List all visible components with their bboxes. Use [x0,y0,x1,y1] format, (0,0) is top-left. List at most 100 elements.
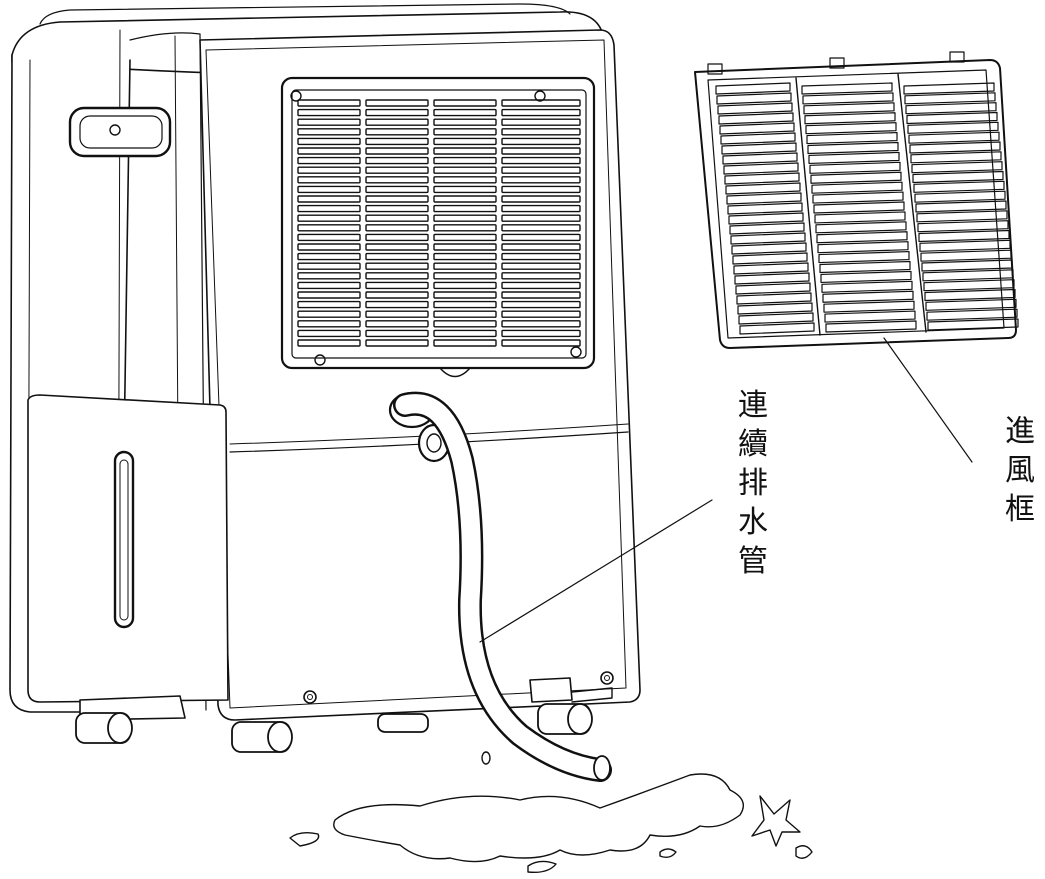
leader-line-frame [883,337,973,463]
grille-slat [365,147,429,155]
filter-slat [731,242,807,255]
filter-slat [715,82,791,95]
grille-slat [501,204,581,213]
filter-slat [824,310,916,323]
grille-slat [433,166,497,174]
grille-slat [433,291,497,299]
grille-slat [433,339,497,347]
grille-slat [297,118,361,126]
filter-slat [910,151,1002,164]
filter-slat [717,102,793,115]
grille-slat [365,300,429,309]
grille-slat [365,185,429,194]
filter-slat [722,152,798,165]
grille-slat [433,300,497,309]
grille-slat [365,233,429,242]
filter-slat [918,229,1010,243]
grille-slat [433,224,497,232]
grille-slat [433,195,497,203]
filter-slat [716,92,792,105]
grille-slat [297,176,361,184]
grille-slat [501,137,581,146]
filter-slat [732,252,808,265]
label-char: 連 [738,388,768,423]
filter-slat [738,312,814,325]
grille-slat [433,243,497,251]
filter-slat [922,269,1014,282]
filter-slat [816,231,908,244]
water-puddle [289,751,813,874]
leader-line-hose [479,499,713,643]
filter-slat [736,292,812,305]
intake-filter-frame [694,51,1019,349]
label-char: 續 [738,427,768,462]
grille-slat [433,214,497,222]
grille-slat [365,99,429,107]
label-intake-frame: 進 風 框 [1000,412,1040,529]
screw [303,690,317,704]
grille-slat [365,156,429,165]
filter-slat [728,212,804,225]
grille-slat [433,252,497,261]
filter-slat [812,191,904,204]
grille-slat [297,128,361,136]
filter-slat [801,82,893,95]
label-char: 進 [1005,414,1035,449]
grille-slat [365,224,429,232]
grille-slat [433,185,497,194]
filter-slat [924,288,1016,302]
filter-slat [737,302,813,315]
grille-slat [501,300,581,309]
dehumidifier-unit [9,3,641,753]
filter-slat [807,141,899,155]
grille-slat [297,166,361,174]
grille-slat [501,272,581,280]
label-char: 管 [738,544,768,579]
grille-slat [433,99,497,107]
filter-slat [916,210,1008,223]
grille-slat [297,320,361,328]
grille-slat [297,233,361,242]
grille-slat [297,300,361,309]
filter-slat [726,192,802,205]
filter-slat [917,220,1009,233]
grille-slat [365,214,429,222]
filter-slat [718,112,794,125]
water-tank [27,394,229,703]
grille-slat [501,214,581,222]
filter-slat [926,308,1018,321]
grille-slat [365,166,429,174]
grille-slat [297,291,361,299]
grille-slat [297,262,361,270]
filter-slat [721,142,797,155]
filter-slat [822,290,914,303]
filter-slat [904,92,996,105]
grille-slat [297,147,361,155]
filter-slat [912,170,1004,184]
grille-slat [433,262,497,270]
grille-slat [433,329,497,338]
grille-slat [501,166,581,174]
grille-slat [365,281,429,290]
grille-slat [297,185,361,194]
grille-slat [501,291,581,299]
filter-slat [921,259,1013,272]
grille-slat [501,252,581,261]
grille-slat [365,195,429,203]
filter-slat [725,182,801,195]
filter-slat [903,82,995,95]
filter-slat [911,161,1003,174]
grille-slat [365,262,429,270]
filter-slat [923,279,1015,292]
filter-slat [818,250,910,264]
grille-slat [297,310,361,318]
grille-slat [297,156,361,165]
filter-slat [806,131,898,145]
grille-slat [297,281,361,290]
filter-slat [825,320,917,333]
grille-slat [365,137,429,146]
grille-slat [365,310,429,318]
filter-slat [720,132,796,145]
grille-slat [433,118,497,126]
label-char: 水 [738,505,768,540]
